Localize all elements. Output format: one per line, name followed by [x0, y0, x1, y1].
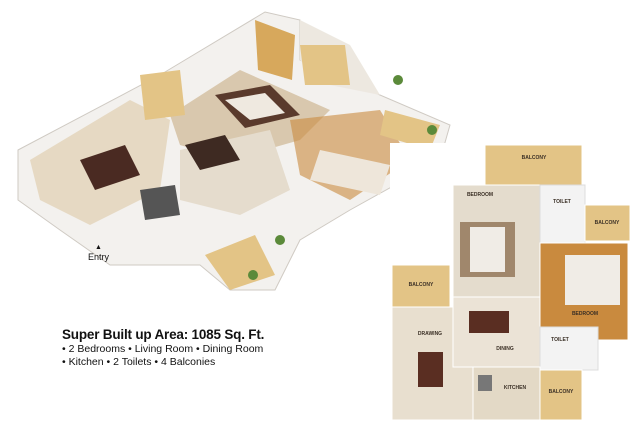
sofa-set-icon — [80, 145, 140, 190]
dining-table-icon — [469, 311, 509, 333]
room-label: BEDROOM — [572, 311, 598, 317]
room-toilet — [539, 184, 586, 244]
room-balcony — [539, 369, 583, 421]
isometric-view — [17, 11, 451, 291]
entry-label: Entry — [88, 252, 110, 262]
room-label: KITCHEN — [504, 385, 527, 391]
features-line: • 2 Bedrooms • Living Room • Dining Room — [62, 343, 264, 355]
room-balcony — [391, 264, 451, 308]
coffee-table-icon — [418, 352, 443, 387]
room-label: TOILET — [551, 337, 569, 343]
plant-icon — [248, 270, 258, 280]
plant-icon — [275, 235, 285, 245]
balcony-3d — [140, 70, 185, 120]
door-wardrobe — [255, 20, 295, 80]
room-balcony — [584, 204, 631, 242]
dining-table-icon — [185, 135, 240, 170]
floor-plan: BALCONY BEDROOM TOILET BALCONY BEDROOM B… — [390, 143, 632, 423]
room-label: BALCONY — [595, 220, 620, 226]
entry-arrow-icon: ▲ — [95, 244, 102, 251]
entry-marker: ▲ Entry — [88, 244, 109, 262]
stove-icon — [478, 375, 492, 391]
room-label: DINING — [496, 346, 514, 352]
room-balcony — [484, 144, 583, 186]
plant-icon — [393, 75, 403, 85]
area-title: Super Built up Area: 1085 Sq. Ft. — [62, 327, 265, 342]
bed-icon — [565, 255, 620, 305]
features-line: • Kitchen • 2 Toilets • 4 Balconies — [62, 356, 216, 368]
balcony-3d — [300, 45, 350, 85]
room-label: BALCONY — [549, 389, 574, 395]
room-label: BALCONY — [409, 282, 434, 288]
room-label: BEDROOM — [467, 192, 493, 198]
room-label: DRAWING — [418, 331, 442, 337]
room-label: TOILET — [553, 199, 571, 205]
balcony-3d — [380, 110, 440, 150]
room-toilet — [539, 326, 599, 371]
plant-icon — [427, 125, 437, 135]
room-kitchen — [472, 366, 541, 421]
room-label: BALCONY — [522, 155, 547, 161]
bed-icon — [470, 227, 505, 272]
bed-3d — [310, 150, 390, 195]
kitchen-appliance-icon — [140, 185, 180, 220]
area-summary: Super Built up Area: 1085 Sq. Ft. • 2 Be… — [62, 327, 264, 368]
